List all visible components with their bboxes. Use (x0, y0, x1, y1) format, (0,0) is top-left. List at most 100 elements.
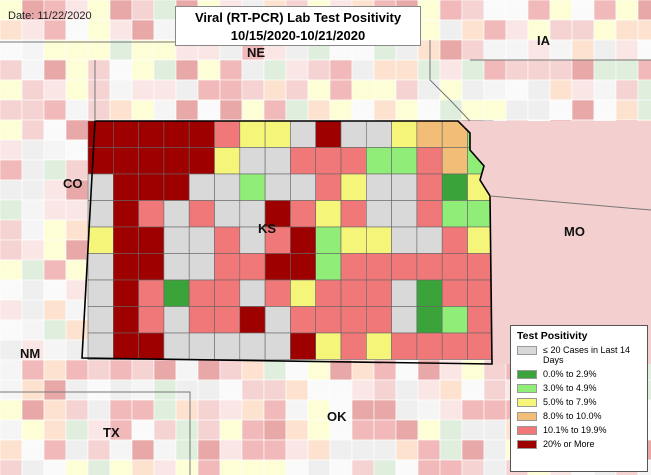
neighbor-county (21, 159, 45, 181)
neighbor-county (87, 99, 111, 121)
neighbor-county (131, 99, 155, 121)
county (290, 200, 316, 228)
neighbor-county (109, 99, 133, 121)
county (138, 226, 165, 254)
county (365, 226, 392, 254)
neighbor-county (43, 59, 67, 81)
county (416, 332, 443, 360)
neighbor-county (87, 459, 111, 475)
neighbor-county (351, 399, 375, 421)
neighbor-county (21, 79, 45, 101)
neighbor-county (351, 99, 375, 121)
county (264, 147, 291, 175)
county (315, 279, 342, 307)
neighbor-county (21, 239, 45, 261)
neighbor-county (417, 419, 441, 441)
neighbor-county (285, 399, 309, 421)
county (391, 200, 418, 228)
county (163, 200, 190, 228)
neighbor-county (0, 339, 23, 361)
neighbor-county (417, 59, 441, 81)
county (365, 200, 392, 228)
texas-border (0, 391, 191, 475)
neighbor-county (0, 379, 23, 401)
neighbor-county (549, 39, 573, 61)
county (290, 173, 316, 201)
neighbor-county (0, 19, 23, 41)
county (340, 147, 367, 175)
county (315, 226, 342, 254)
neighbor-county (87, 19, 111, 41)
county (441, 332, 468, 360)
neighbor-county (87, 439, 111, 461)
legend-swatch (517, 384, 537, 393)
neighbor-county (0, 259, 23, 281)
neighbor-county (0, 139, 23, 161)
county (391, 332, 418, 360)
neighbor-county (197, 99, 221, 121)
legend-label: ≤ 20 Cases in Last 14 Days (543, 345, 630, 365)
neighbor-county (87, 359, 111, 381)
neighbor-county (329, 379, 353, 401)
neighbor-county (0, 239, 23, 261)
neighbor-county (197, 399, 221, 421)
legend-label: 20% or More (543, 439, 595, 449)
county (416, 253, 443, 281)
neighbor-county (285, 359, 309, 381)
neighbor-county (637, 59, 651, 81)
neighbor-county (175, 459, 199, 475)
legend-label: 0.0% to 2.9% (543, 369, 597, 379)
county (391, 147, 418, 175)
county (416, 306, 443, 334)
neighbor-county (43, 119, 67, 141)
neighbor-county (241, 459, 265, 475)
neighbor-county (285, 459, 309, 475)
neighbor-county (439, 379, 463, 401)
legend-label: 3.0% to 4.9% (543, 383, 597, 393)
county (391, 306, 418, 334)
neighbor-county (593, 79, 617, 101)
legend-swatch (517, 426, 537, 435)
neighbor-county (527, 0, 551, 21)
county (138, 306, 165, 334)
legend-item: 10.1% to 19.9% (517, 425, 641, 435)
county (416, 200, 443, 228)
county (214, 173, 241, 201)
state-label-ne: NE (247, 45, 265, 60)
neighbor-county (461, 379, 485, 401)
neighbor-county (131, 379, 155, 401)
neighbor-county (21, 59, 45, 81)
neighbor-county (483, 79, 507, 101)
neighbor-county (219, 399, 243, 421)
legend-label: 10.1% to 19.9% (543, 425, 607, 435)
neighbor-county (65, 379, 89, 401)
neighbor-county (571, 59, 595, 81)
neighbor-county (219, 359, 243, 381)
neighbor-county (263, 419, 287, 441)
neighbor-county (131, 39, 155, 61)
neighbor-county (571, 0, 595, 21)
county (264, 279, 291, 307)
neighbor-county (43, 339, 67, 361)
neighbor-county (307, 99, 331, 121)
neighbor-county (329, 459, 353, 475)
neighbor-county (87, 399, 111, 421)
neighbor-county (131, 19, 155, 41)
neighbor-county (307, 79, 331, 101)
neighbor-county (65, 259, 89, 281)
neighbor-county (483, 459, 507, 475)
neighbor-county (417, 439, 441, 461)
legend-item: ≤ 20 Cases in Last 14 Days (517, 345, 641, 365)
county (467, 332, 494, 360)
neighbor-county (439, 19, 463, 41)
neighbor-county (219, 79, 243, 101)
county (391, 279, 418, 307)
neighbor-county (21, 319, 45, 341)
neighbor-county (395, 419, 419, 441)
neighbor-county (21, 419, 45, 441)
neighbor-county (109, 19, 133, 41)
neighbor-county (483, 19, 507, 41)
neighbor-county (483, 399, 507, 421)
neighbor-county (417, 19, 441, 41)
neighbor-county (131, 79, 155, 101)
